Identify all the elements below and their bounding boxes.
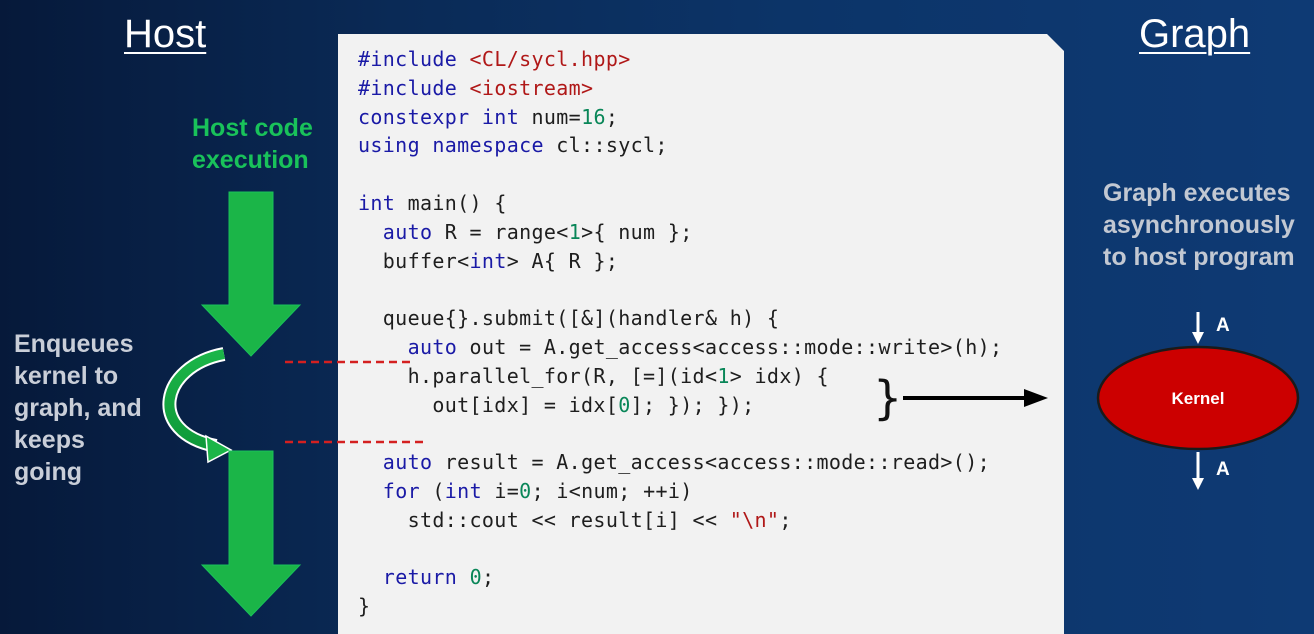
graph-title: Graph [1139, 12, 1251, 56]
code-token: h.parallel_for(R, [=](id< [358, 363, 718, 388]
code-token: cl::sycl; [543, 133, 668, 158]
host-execution-arrow-bottom [200, 450, 302, 617]
code-token: 1 [717, 363, 730, 388]
code-token: auto [407, 335, 458, 359]
enqueue-kernel-label: Enqueues kernel to graph, and keeps goin… [14, 330, 142, 486]
code-token: ( [419, 479, 445, 503]
code-token: queue{}.submit([&](handler& h) { [358, 306, 780, 331]
code-token: ; [481, 565, 495, 590]
code-token: main() { [395, 191, 507, 215]
code-token: R = range< [432, 219, 569, 244]
code-line: return 0; [358, 563, 494, 592]
code-line: constexpr int num=16; [358, 103, 618, 132]
code-line: out[idx] = idx[0]; }); }); [358, 391, 755, 420]
code-token: ; i<num; ++i) [531, 479, 693, 503]
code-token: ; [605, 104, 619, 129]
code-line: buffer<int> A{ R }; [358, 247, 618, 276]
graph-output-arrow-head [1192, 478, 1204, 490]
code-line: auto R = range<1>{ num }; [358, 218, 693, 247]
host-execution-arrow-top [200, 191, 302, 357]
code-token: > idx) { [729, 363, 829, 388]
code-token: return [382, 565, 458, 590]
code-token: for [382, 479, 420, 503]
graph-async-label: Graph executes asynchronously to host pr… [1103, 179, 1295, 271]
graph-output-label: A [1216, 459, 1230, 480]
code-line: #include <CL/sycl.hpp> [358, 45, 631, 74]
graph-input-arrow-head [1192, 332, 1204, 344]
code-line: queue{}.submit([&](handler& h) { [358, 304, 779, 333]
code-token: auto [382, 450, 433, 475]
code-token: ]; }); }); [630, 392, 755, 417]
code-token: buffer< [358, 248, 470, 273]
code-token: int [469, 248, 507, 273]
kernel-brace: } [873, 371, 902, 425]
code-token: i= [481, 479, 520, 503]
code-token: int [358, 191, 396, 215]
code-token: 0 [618, 392, 631, 417]
enqueue-curved-arrow [162, 347, 233, 464]
graph-input-label: A [1216, 315, 1230, 336]
code-panel: #include <CL/sycl.hpp>#include <iostream… [338, 34, 1064, 634]
code-token: auto [382, 219, 433, 244]
code-line: auto out = A.get_access<access::mode::wr… [358, 333, 1002, 362]
code-token: ; [779, 507, 792, 532]
code-token: <iostream> [469, 75, 594, 100]
code-token: >{ num }; [581, 219, 693, 244]
code-line: h.parallel_for(R, [=](id<1> idx) { [358, 362, 829, 391]
diagram-overlay: } A Kernel A [162, 191, 1300, 617]
code-token: "\n" [729, 507, 780, 532]
code-token: 0 [469, 565, 482, 590]
code-token: using namespace [358, 133, 544, 158]
code-token: <CL/sycl.hpp> [469, 47, 631, 71]
code-line: int main() { [358, 189, 507, 218]
host-title: Host [124, 12, 207, 56]
kernel-node [1096, 345, 1300, 451]
code-token: out[idx] = idx[ [358, 392, 619, 417]
code-line: } [358, 592, 370, 621]
code-token: num= [519, 104, 582, 129]
code-token: constexpr int [358, 104, 520, 129]
code-line: using namespace cl::sycl; [358, 131, 668, 160]
code-token: #include [358, 47, 470, 71]
code-token: 1 [568, 219, 582, 244]
code-line: auto result = A.get_access<access::mode:… [358, 448, 990, 477]
host-code-execution-label: Host code execution [192, 114, 313, 174]
code-token: result = A.get_access<access::mode::read… [432, 450, 990, 475]
code-token: 0 [519, 479, 532, 503]
kernel-label: Kernel [1172, 389, 1225, 408]
code-token: } [358, 594, 371, 619]
code-token: 16 [581, 104, 606, 129]
code-token: #include [358, 75, 470, 100]
code-line: for (int i=0; i<num; ++i) [358, 477, 693, 506]
kernel-arrow-head [1024, 389, 1048, 407]
code-token: std::cout << result[i] << [358, 507, 730, 532]
code-token: > A{ R }; [506, 248, 619, 273]
code-token: int [444, 479, 482, 503]
code-token: out = A.get_access<access::mode::write>(… [457, 335, 1003, 359]
code-line: std::cout << result[i] << "\n"; [358, 506, 792, 535]
code-line: #include <iostream> [358, 74, 593, 103]
